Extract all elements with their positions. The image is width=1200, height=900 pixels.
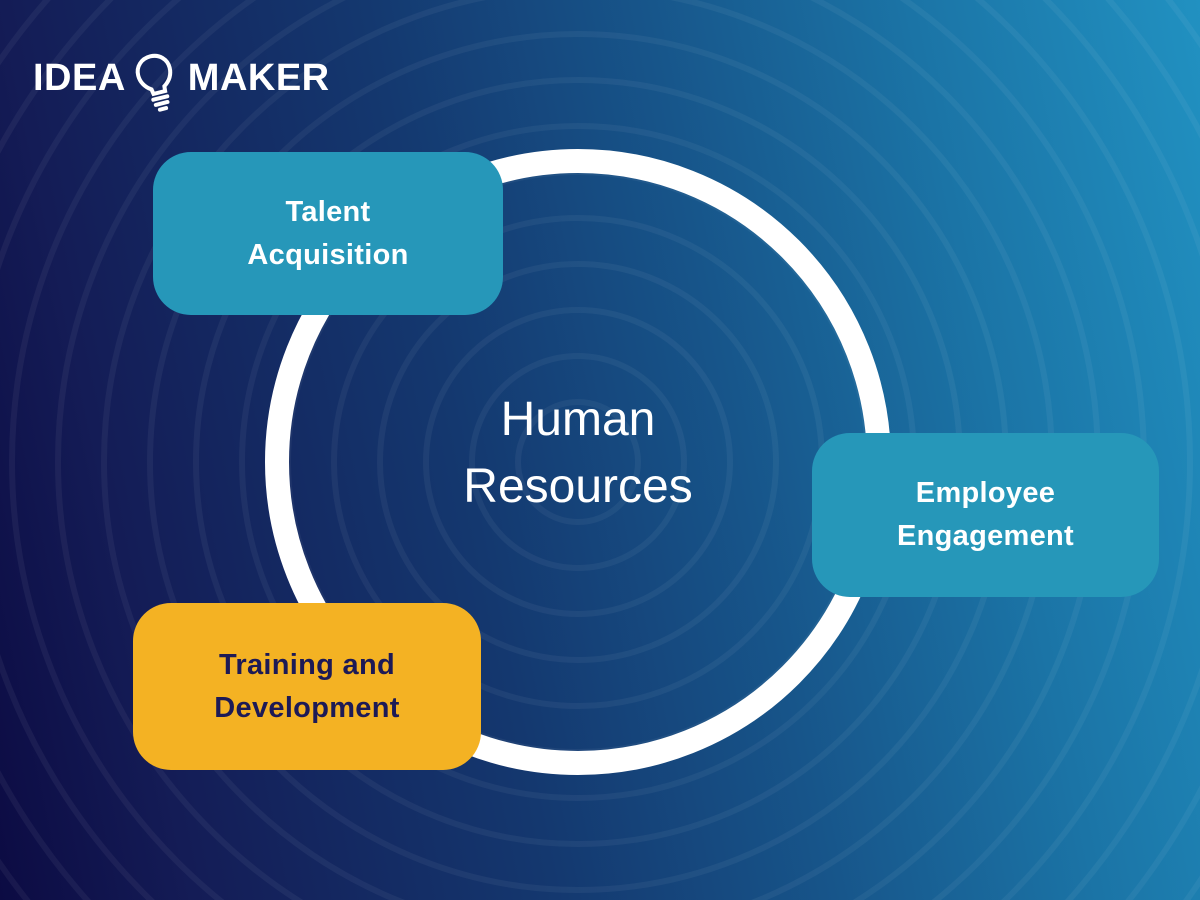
node-label-line1: Talent	[285, 195, 371, 228]
node-employee-engagement: Employee Engagement	[812, 433, 1159, 597]
node-talent-acquisition: Talent Acquisition	[153, 152, 503, 315]
logo-word-maker: MAKER	[187, 57, 330, 99]
node-label-line1: Employee	[915, 477, 1056, 509]
logo: IDEA MAKER	[33, 42, 330, 114]
diagram-title-line2: Resources	[463, 460, 693, 513]
diagram-title: Human Resources	[463, 386, 692, 520]
node-label-line2: Development	[214, 691, 400, 724]
node-label-line2: Engagement	[896, 520, 1075, 552]
node-training-development: Training and Development	[133, 603, 481, 770]
lightbulb-icon	[135, 53, 172, 112]
node-label-line1: Training and	[219, 648, 395, 681]
node-label-line2: Acquisition	[247, 238, 409, 271]
diagram-title-line1: Human	[500, 393, 656, 446]
logo-word-idea: IDEA	[33, 57, 126, 99]
